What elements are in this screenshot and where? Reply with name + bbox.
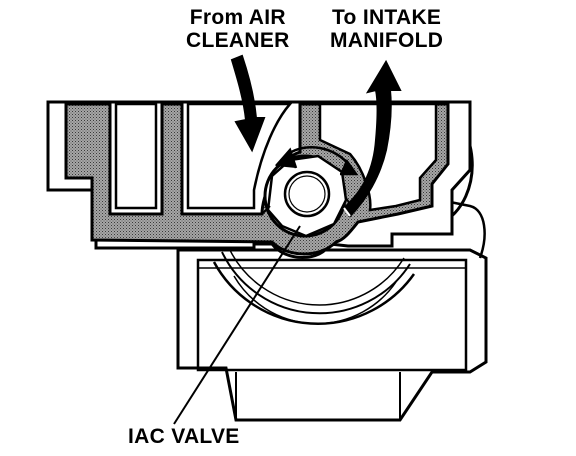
rotation-arrow	[275, 146, 359, 176]
label-intake-line2: MANIFOLD	[330, 29, 444, 52]
valve-rotor	[261, 154, 355, 238]
label-to-intake-manifold: To INTAKE MANIFOLD	[330, 6, 443, 52]
label-intake-line1: To INTAKE	[331, 6, 442, 29]
label-air-line1: From AIR	[189, 6, 286, 29]
label-from-air-cleaner: From AIR CLEANER	[186, 6, 290, 52]
flow-out-arrow	[342, 59, 402, 218]
lower-housing	[176, 248, 488, 422]
label-iac-valve: IAC VALVE	[128, 425, 240, 448]
valve-bore	[212, 245, 416, 325]
iac-leader-line	[173, 225, 301, 425]
label-air-line2: CLEANER	[186, 29, 290, 52]
flow-in-arrow	[230, 54, 266, 153]
